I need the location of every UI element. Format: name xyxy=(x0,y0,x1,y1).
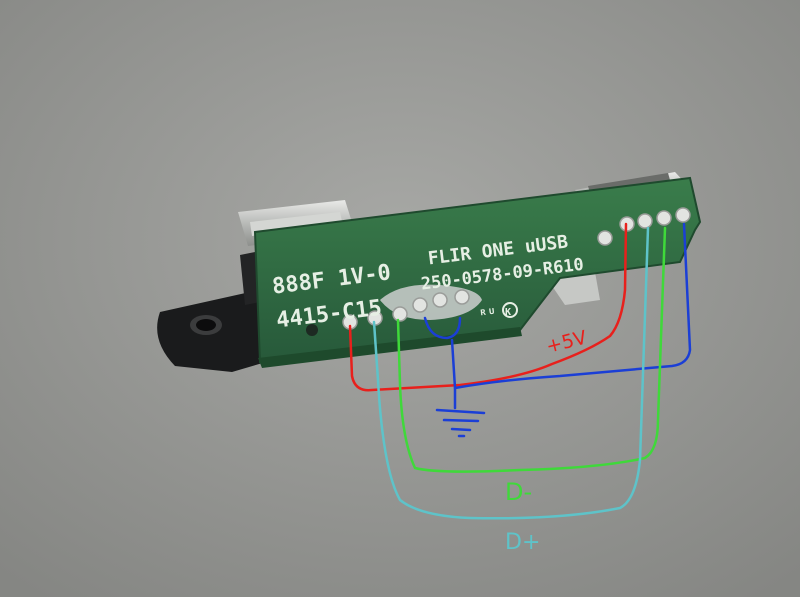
pad xyxy=(675,207,691,223)
wire-d-plus xyxy=(372,226,650,520)
pad xyxy=(392,306,408,322)
silkscreen-labels: 888F 1V-0 4415-C15 FLIR ONE uUSB 250-057… xyxy=(271,231,585,333)
svg-text:K: K xyxy=(505,307,511,318)
pad xyxy=(412,297,428,313)
pad xyxy=(432,292,448,308)
metal-tab xyxy=(548,272,600,305)
ul-recognized-mark: ᴿᵁ xyxy=(479,306,498,324)
pad xyxy=(637,213,653,229)
label-d-minus: D- xyxy=(505,478,532,506)
pad xyxy=(597,230,613,246)
pad xyxy=(656,210,672,226)
svg-text:ᴿᵁ: ᴿᵁ xyxy=(479,306,498,324)
ground-symbol-icon xyxy=(435,408,486,438)
via-hole xyxy=(306,324,318,336)
green-pcb xyxy=(253,176,702,368)
solder-pads-left xyxy=(342,289,470,330)
wire-d-minus xyxy=(396,226,667,473)
wire-plus5v xyxy=(348,222,628,392)
label-d-plus: D+ xyxy=(505,530,540,555)
wire-ground xyxy=(423,222,692,410)
ke-mark: K xyxy=(502,302,518,318)
pad xyxy=(454,289,470,305)
